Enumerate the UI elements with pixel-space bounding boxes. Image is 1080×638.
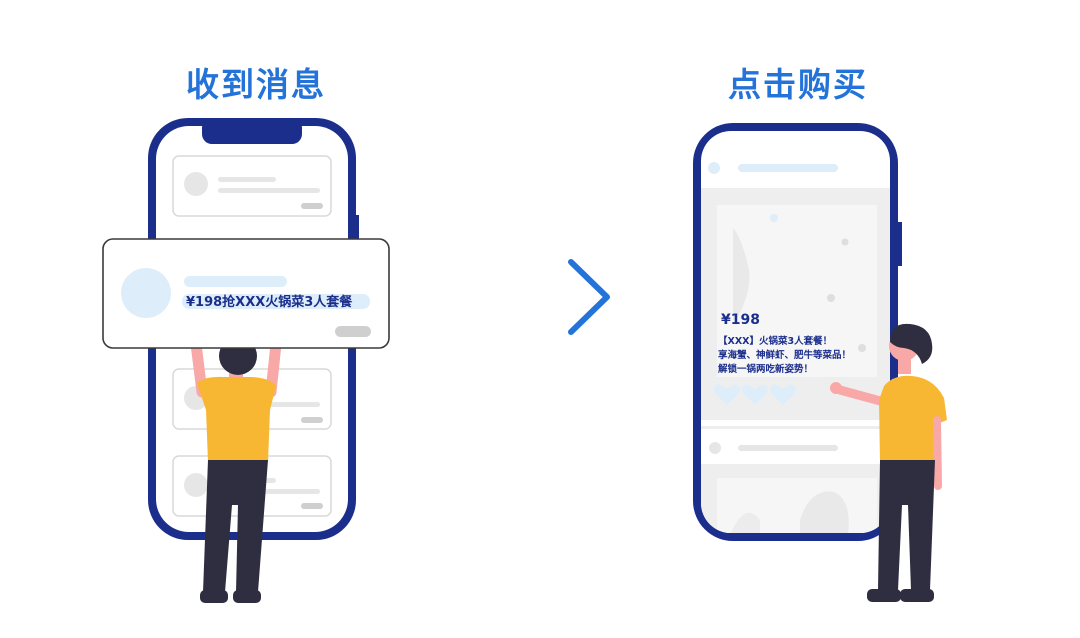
heart-icon[interactable]: [741, 384, 769, 405]
product-promo-line: 享海蟹、神鲜虾、肥牛等菜品！: [718, 350, 852, 361]
notification-card[interactable]: [102, 238, 390, 349]
heart-icon[interactable]: [769, 384, 797, 405]
product-promo-line: 【XXX】火锅菜3人套餐！: [718, 336, 833, 347]
arrow-right-icon: [445, 259, 610, 335]
person-illustration: [830, 323, 947, 602]
product-screen: [701, 162, 890, 533]
notification-text: ¥198抢XXX火锅菜3人套餐: [186, 295, 353, 310]
heart-icon[interactable]: [713, 384, 741, 405]
step-title-receive: 收到消息: [186, 65, 326, 104]
product-price: ¥198: [721, 312, 760, 328]
list-item: [172, 155, 332, 217]
product-promo-line: 解锁一锅两吃新姿势！: [718, 364, 814, 375]
step-title-buy: 点击购买: [728, 65, 868, 104]
